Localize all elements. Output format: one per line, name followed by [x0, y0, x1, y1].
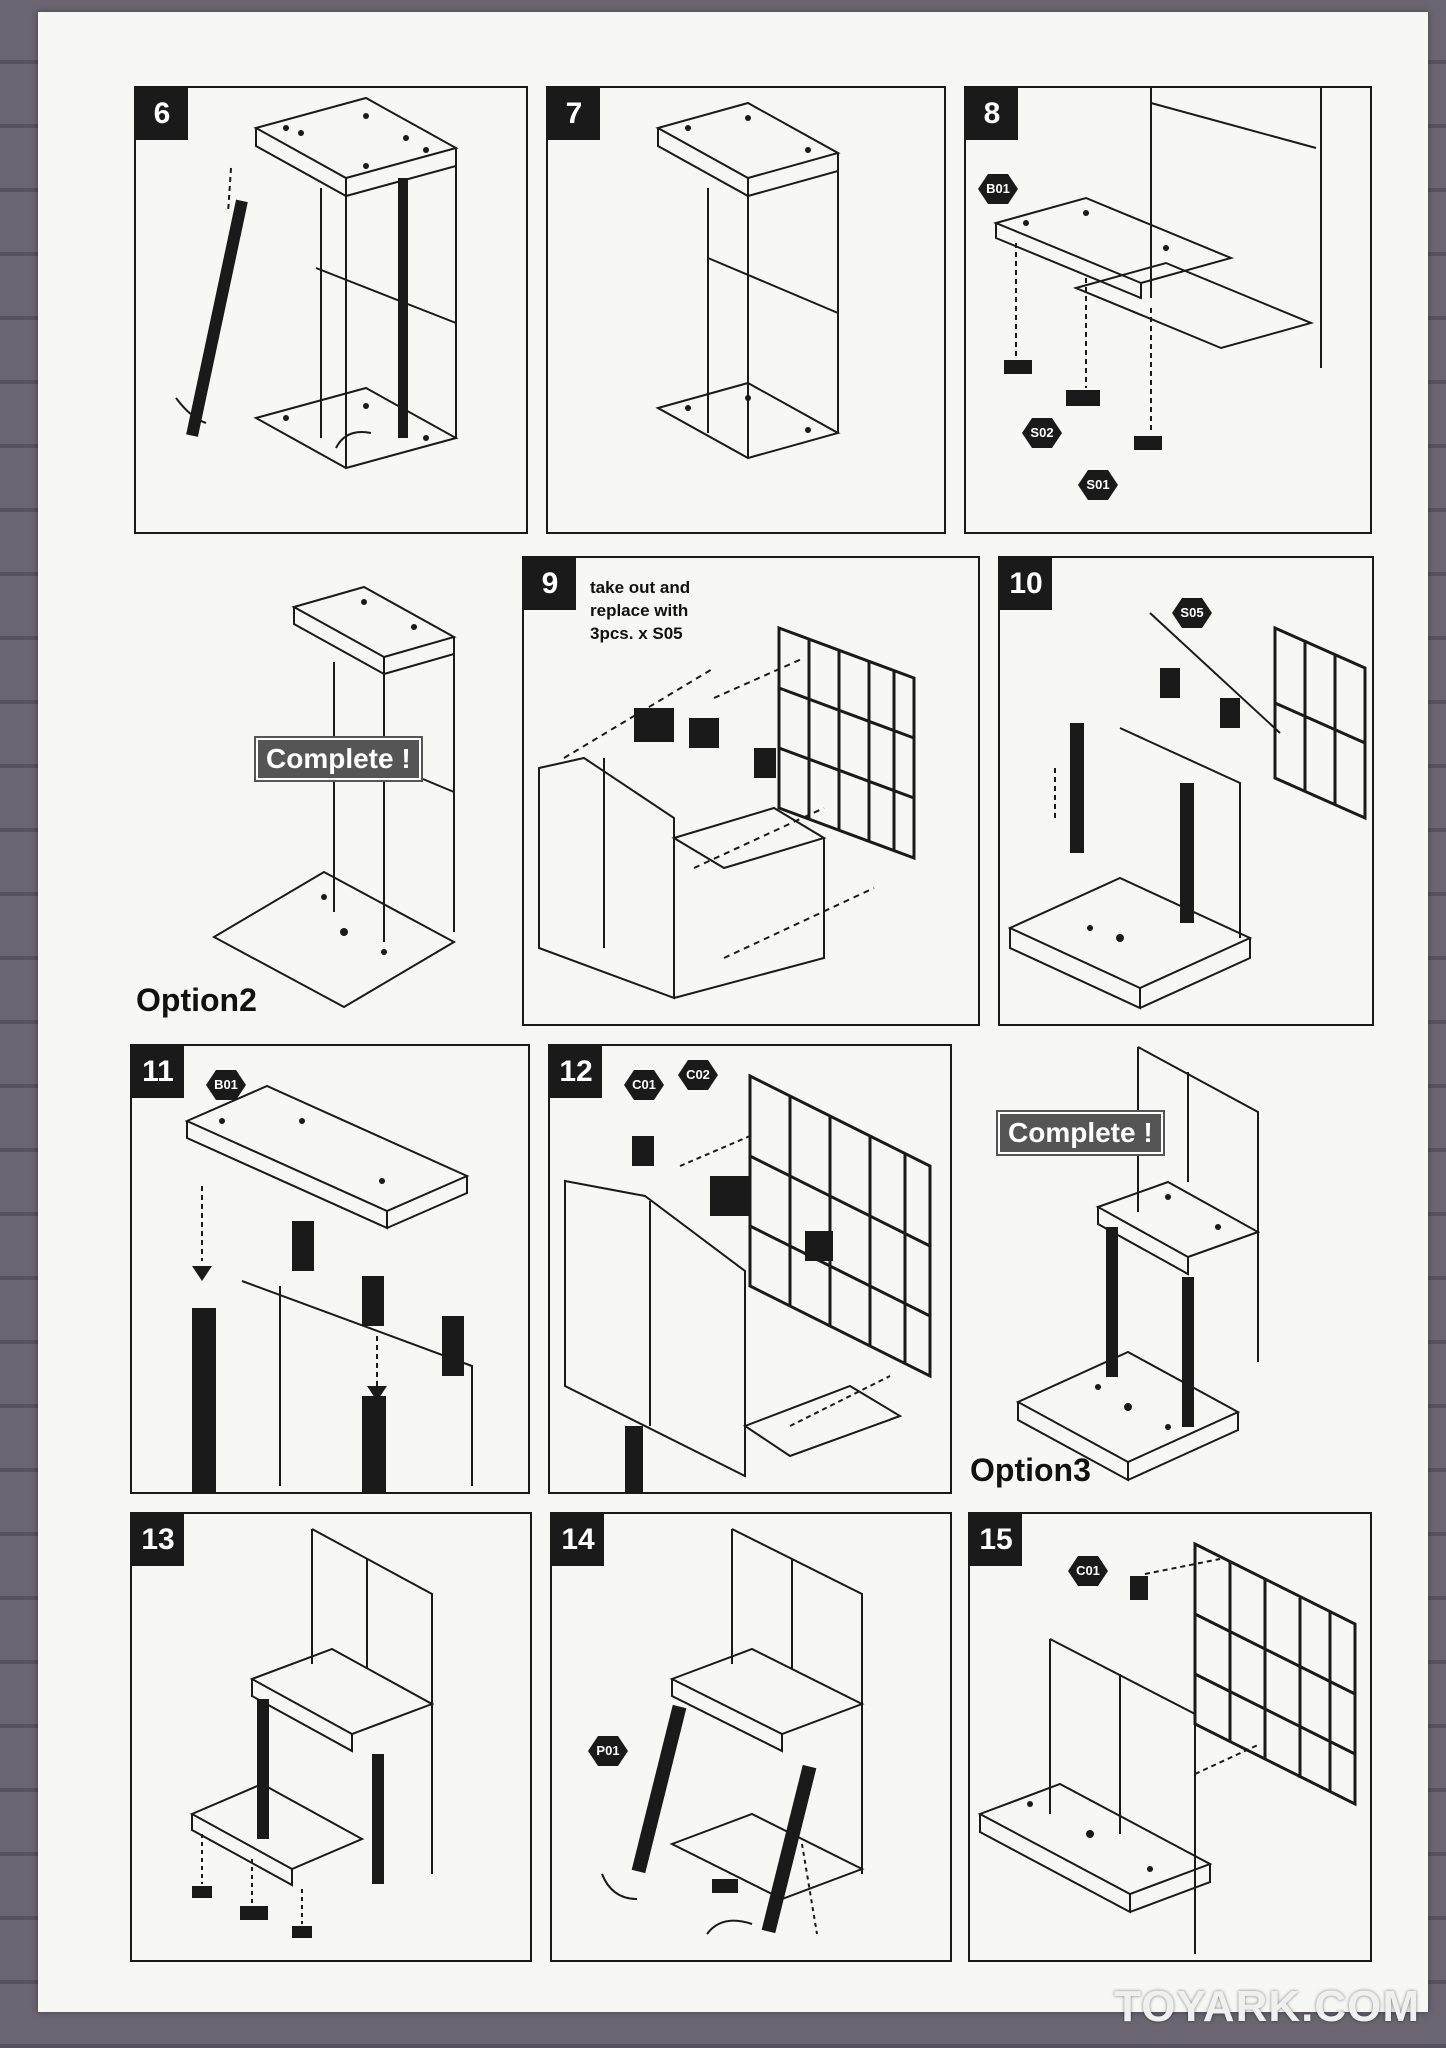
- step-7-panel: 7: [546, 86, 946, 534]
- step-11-panel: 11 B01: [130, 1044, 530, 1494]
- step-9-panel: 9 take out and replace with 3pcs. x S05: [522, 556, 980, 1026]
- step-number: 14: [552, 1514, 604, 1566]
- option2-complete-area: Complete ! Option3: [968, 1032, 1374, 1502]
- shelf-isometric-drawing: [184, 1084, 473, 1492]
- step-note-line: replace with: [590, 601, 689, 620]
- step-8-panel: 8 B01 S02 S01: [964, 86, 1372, 534]
- instruction-sheet: 6 7: [38, 12, 1428, 2012]
- part-label: P01: [588, 1736, 628, 1766]
- step-note-line: take out and: [590, 578, 691, 597]
- step-number: 7: [548, 88, 600, 140]
- step-13-panel: 13: [130, 1512, 532, 1962]
- option1-complete-area: Complete ! Option2: [134, 552, 528, 1022]
- shelf-isometric-drawing: [211, 585, 457, 1009]
- step-number: 13: [132, 1514, 184, 1566]
- shelf-isometric-drawing: [175, 96, 459, 470]
- step-15-panel: 15 C01: [968, 1512, 1372, 1962]
- option-heading: Option3: [970, 1452, 1091, 1488]
- complete-badge: Complete !: [254, 736, 423, 782]
- shelf-isometric-drawing: [655, 101, 841, 460]
- part-label: C02: [678, 1060, 718, 1090]
- part-label: C01: [624, 1070, 664, 1100]
- part-label: B01: [206, 1070, 246, 1100]
- step-number: 6: [136, 88, 188, 140]
- shelf-isometric-drawing: [1015, 1046, 1261, 1482]
- step-14-panel: 14 P01: [550, 1512, 952, 1962]
- step-number: 8: [966, 88, 1018, 140]
- step-12-panel: 12 C01 C02: [548, 1044, 952, 1494]
- part-label: B01: [978, 174, 1018, 204]
- complete-badge: Complete !: [996, 1110, 1165, 1156]
- shelf-isometric-drawing: [977, 1541, 1357, 1954]
- option-heading: Option2: [136, 982, 257, 1018]
- shelf-isometric-drawing: [992, 88, 1322, 450]
- shelf-isometric-drawing: [601, 1528, 865, 1935]
- shelf-isometric-drawing: [538, 625, 916, 1000]
- step-number: 10: [1000, 558, 1052, 610]
- step-number: 9: [524, 558, 576, 610]
- step-note: take out and replace with 3pcs. x S05: [590, 576, 690, 645]
- shelf-isometric-drawing: [189, 1528, 435, 1938]
- step-10-panel: 10 S05: [998, 556, 1374, 1026]
- step-note-line: 3pcs. x S05: [590, 624, 683, 643]
- step-6-panel: 6: [134, 86, 528, 534]
- step-number: 15: [970, 1514, 1022, 1566]
- step-number: 12: [550, 1046, 602, 1098]
- shelf-isometric-drawing: [564, 1073, 932, 1492]
- watermark-text: TOYARK.COM: [1114, 1982, 1420, 2031]
- shelf-isometric-drawing: [1007, 612, 1367, 1010]
- step-number: 11: [132, 1046, 184, 1098]
